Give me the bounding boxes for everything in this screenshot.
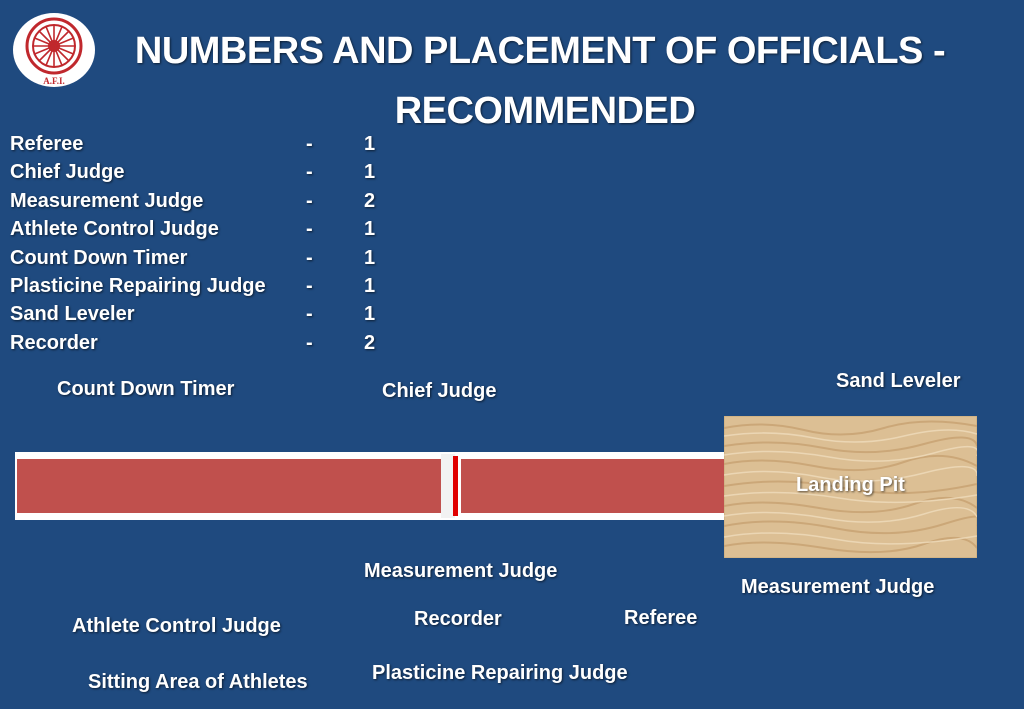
separator: - [306, 303, 313, 326]
separator: - [306, 246, 313, 269]
athlete-control-judge-label: Athlete Control Judge [72, 615, 281, 637]
page-title-line2: RECOMMENDED [394, 90, 696, 132]
measurement-judge-label: Measurement Judge [364, 560, 558, 582]
official-role: Chief Judge [10, 161, 125, 184]
page-title-line1: NUMBERS AND PLACEMENT OF OFFICIALS - [134, 30, 946, 72]
official-count: 1 [364, 218, 376, 241]
chief-judge-label: Chief Judge [382, 380, 497, 402]
official-role: Athlete Control Judge [10, 218, 219, 241]
official-role: Referee [10, 133, 84, 155]
runway-approach-right [461, 459, 727, 513]
separator: - [306, 161, 313, 184]
afi-logo: A.F.I. [13, 13, 95, 87]
official-count: 1 [364, 133, 376, 155]
takeoff-line [453, 456, 458, 516]
count-down-timer-label: Count Down Timer [57, 378, 235, 400]
recorder-label: Recorder [414, 608, 502, 630]
sand-leveler-label: Sand Leveler [836, 370, 961, 392]
official-count: 1 [364, 161, 376, 184]
logo-text: A.F.I. [43, 76, 64, 86]
separator: - [306, 274, 313, 297]
official-role: Sand Leveler [10, 303, 135, 326]
referee-label: Referee [624, 607, 698, 629]
official-count: 1 [364, 246, 376, 269]
official-role: Recorder [10, 331, 98, 354]
measurement-judge-label: Measurement Judge [741, 576, 935, 598]
official-role: Plasticine Repairing Judge [10, 274, 266, 297]
takeoff-board [441, 454, 455, 518]
official-role: Measurement Judge [10, 189, 204, 212]
official-count: 1 [364, 274, 376, 297]
runway-approach-left [17, 459, 441, 513]
official-count: 2 [364, 331, 376, 354]
separator: - [306, 189, 313, 212]
landing-pit [724, 416, 977, 558]
separator: - [306, 133, 313, 155]
separator: - [306, 331, 313, 354]
official-role: Count Down Timer [10, 246, 188, 269]
plasticine-repairing-judge-label: Plasticine Repairing Judge [372, 662, 628, 684]
official-count: 2 [364, 189, 376, 212]
separator: - [306, 218, 313, 241]
runway [15, 452, 727, 520]
sitting-area-label: Sitting Area of Athletes [88, 671, 308, 693]
landing-pit-label: Landing Pit [796, 474, 905, 496]
official-count: 1 [364, 303, 376, 326]
